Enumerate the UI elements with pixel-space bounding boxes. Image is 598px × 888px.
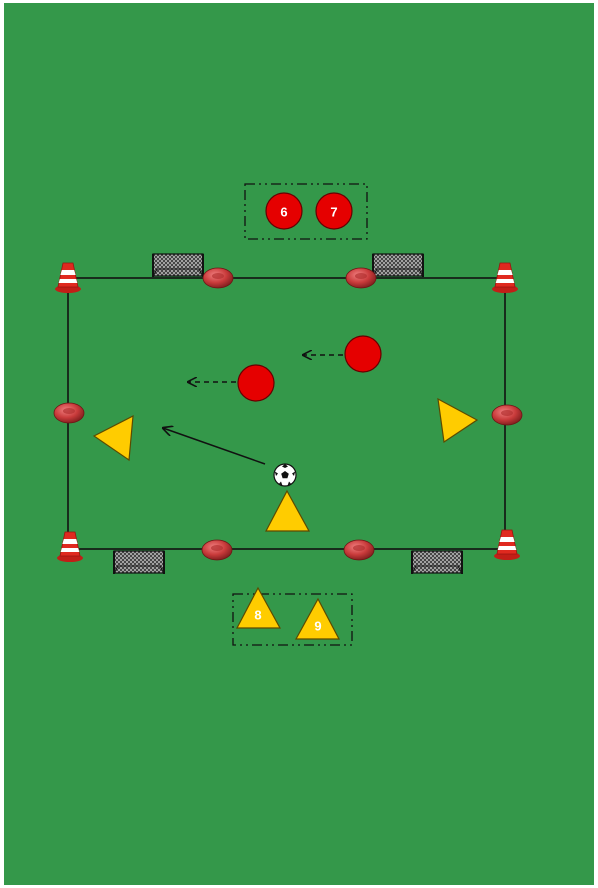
marker-disc-icon [346,268,376,288]
mini-goal-icon [412,551,462,574]
red-substitute-number: 6 [280,205,287,220]
yellow-substitute-number: 9 [314,619,321,634]
red-circle-player-icon [238,365,274,401]
mini-goal-icon [373,254,423,277]
marker-disc-icon [492,405,522,425]
red-substitute-number: 7 [330,205,337,220]
mini-goal-icon [153,254,203,277]
marker-disc-icon [54,403,84,423]
soccer-ball-icon [274,464,296,486]
marker-disc-icon [344,540,374,560]
yellow-substitute-number: 8 [254,608,261,623]
red-circle-player-icon [345,336,381,372]
marker-disc-icon [202,540,232,560]
marker-disc-icon [203,268,233,288]
mini-goal-icon [114,551,164,574]
